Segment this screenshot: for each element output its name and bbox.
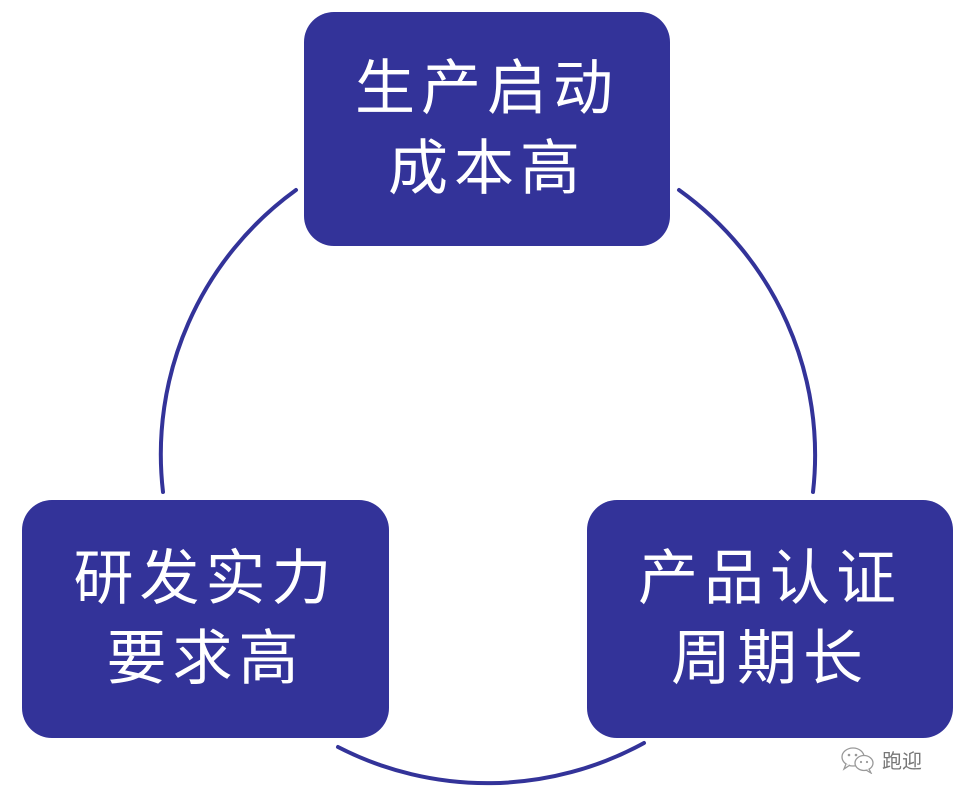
node-label-line: 要求高: [106, 624, 305, 694]
node-label-line: 生产启动: [355, 54, 619, 124]
node-label-line: 研发实力: [73, 544, 338, 614]
ring-arc-right: [677, 188, 818, 494]
watermark-text: 跑迎: [882, 749, 922, 773]
node-production-cost: 生产启动 成本高: [304, 12, 670, 246]
node-label-line: 周期长: [671, 624, 869, 694]
ring-arc-bottom: [336, 741, 646, 786]
node-rd-capability: 研发实力 要求高: [22, 500, 389, 738]
node-certification-cycle: 产品认证 周期长: [587, 500, 953, 738]
node-label-line: 产品认证: [638, 544, 902, 614]
watermark: 跑迎: [840, 745, 922, 774]
wechat-icon: [841, 746, 874, 774]
node-label-line: 成本高: [388, 134, 586, 204]
ring-arc-left: [158, 188, 298, 494]
